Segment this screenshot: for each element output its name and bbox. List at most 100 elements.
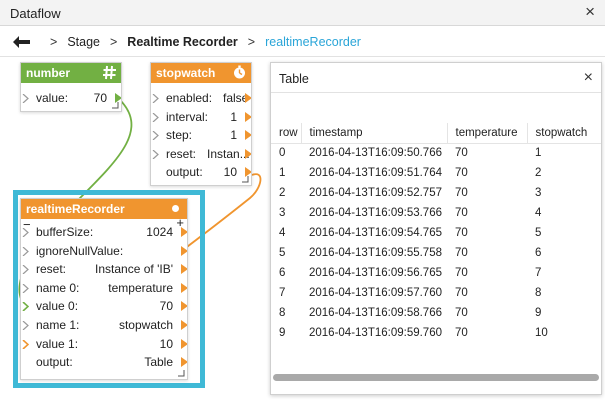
- realtime-recorder-node[interactable]: realtimeRecorder − + bufferSize: 1024 ig…: [20, 198, 188, 380]
- output-port-icon[interactable]: [181, 319, 187, 330]
- resize-grip-icon[interactable]: [111, 101, 119, 109]
- node-row: value 0: 70: [21, 297, 187, 316]
- number-node-header[interactable]: number: [21, 63, 121, 83]
- resize-grip-icon[interactable]: [177, 369, 185, 377]
- table-cell: 9: [535, 307, 542, 319]
- expand-icon[interactable]: +: [176, 215, 184, 230]
- close-icon[interactable]: ×: [583, 69, 593, 86]
- window-titlebar: Dataflow ×: [0, 0, 605, 26]
- row-label: output:: [36, 355, 73, 370]
- row-value[interactable]: false: [223, 91, 249, 105]
- window-close-icon[interactable]: ×: [585, 2, 595, 21]
- output-port-icon[interactable]: [181, 227, 187, 237]
- row-value[interactable]: 1: [230, 109, 237, 124]
- row-value[interactable]: Instance of 'IB': [95, 262, 173, 277]
- table-cell: 4: [535, 207, 542, 219]
- stopwatch-node[interactable]: stopwatch enabled: false interval: 1 ste…: [150, 62, 252, 186]
- row-value[interactable]: temperature: [108, 280, 173, 295]
- input-port-icon[interactable]: [22, 283, 29, 293]
- node-row: value 1: 10: [21, 335, 187, 354]
- node-row: value: 70: [21, 89, 121, 108]
- table-panel-header[interactable]: Table ×: [271, 63, 601, 93]
- output-port-icon[interactable]: [245, 148, 251, 159]
- row-value[interactable]: 10: [223, 165, 237, 180]
- table-cell: 2: [535, 167, 542, 179]
- input-port-icon[interactable]: [22, 265, 29, 275]
- row-value[interactable]: 1024: [146, 225, 173, 239]
- output-port-icon[interactable]: [245, 93, 251, 103]
- breadcrumb-item-current[interactable]: realtimeRecorder: [265, 34, 361, 49]
- input-port-icon[interactable]: [152, 94, 159, 103]
- table-cell: 70: [455, 187, 468, 199]
- row-label: name 0:: [36, 280, 80, 295]
- breadcrumb-item-realtime-recorder[interactable]: Realtime Recorder: [127, 34, 238, 49]
- table-cell: 8: [535, 287, 542, 299]
- column-header-temperature[interactable]: temperature: [446, 123, 527, 144]
- output-port-icon[interactable]: [181, 301, 187, 312]
- dataflow-canvas[interactable]: number value: 70 stopwatch enabled:: [0, 58, 605, 403]
- table-cell: 70: [455, 227, 468, 239]
- node-row: enabled: false: [151, 89, 251, 108]
- output-port-icon[interactable]: [115, 93, 121, 103]
- column-header-stopwatch[interactable]: stopwatch: [526, 123, 601, 144]
- node-title: stopwatch: [156, 66, 216, 80]
- row-value[interactable]: 70: [93, 91, 107, 105]
- input-port-icon[interactable]: [152, 131, 159, 141]
- table-panel[interactable]: Table × row timestamp temperature stopwa…: [270, 62, 602, 395]
- row-value[interactable]: 10: [159, 336, 173, 351]
- table-header-row: row timestamp temperature stopwatch: [271, 123, 601, 144]
- node-row: output: Table: [21, 353, 187, 372]
- output-port-icon[interactable]: [181, 338, 187, 349]
- row-label: bufferSize:: [36, 225, 94, 239]
- resize-grip-icon[interactable]: [241, 175, 249, 183]
- input-port-icon[interactable]: [22, 339, 29, 349]
- table-cell: 3: [279, 207, 286, 219]
- output-port-icon[interactable]: [181, 357, 187, 368]
- input-port-icon[interactable]: [22, 228, 29, 237]
- breadcrumb-separator: >: [109, 34, 118, 49]
- back-arrow-icon[interactable]: [12, 34, 38, 50]
- column-header-timestamp[interactable]: timestamp: [300, 123, 447, 144]
- table-panel-title: Table: [279, 72, 309, 86]
- input-port-icon[interactable]: [22, 320, 29, 330]
- breadcrumb-separator: >: [50, 34, 58, 49]
- row-value[interactable]: stopwatch: [118, 317, 173, 332]
- horizontal-scrollbar[interactable]: [273, 374, 599, 381]
- output-port-icon[interactable]: [245, 111, 251, 122]
- table-cell: 2016-04-13T16:09:51.764: [309, 167, 442, 179]
- collapse-icon[interactable]: −: [23, 217, 31, 232]
- output-port-icon[interactable]: [245, 167, 251, 178]
- number-node[interactable]: number value: 70: [20, 62, 122, 112]
- node-row: bufferSize: 1024: [21, 223, 187, 242]
- row-value[interactable]: Instan...: [207, 146, 250, 161]
- breadcrumb-item-stage[interactable]: Stage: [67, 34, 100, 49]
- column-header-row[interactable]: row: [271, 123, 301, 144]
- input-port-icon[interactable]: [22, 94, 29, 103]
- output-port-icon[interactable]: [181, 282, 187, 293]
- table-cell: 10: [535, 327, 548, 339]
- input-port-icon[interactable]: [22, 302, 29, 312]
- row-label: enabled:: [166, 91, 213, 105]
- input-port-icon[interactable]: [152, 112, 159, 122]
- input-port-icon[interactable]: [22, 246, 29, 256]
- table-cell: 70: [455, 207, 468, 219]
- table-cell: 1: [279, 167, 286, 179]
- output-port-icon[interactable]: [181, 264, 187, 275]
- row-value[interactable]: 1: [230, 128, 237, 143]
- table-cell: 70: [455, 287, 468, 299]
- recorder-node-header[interactable]: realtimeRecorder: [21, 199, 187, 219]
- row-value[interactable]: Table: [144, 355, 173, 370]
- row-value[interactable]: 70: [159, 299, 173, 314]
- stopwatch-node-header[interactable]: stopwatch: [151, 63, 251, 83]
- input-port-icon[interactable]: [152, 149, 159, 159]
- output-port-icon[interactable]: [245, 130, 251, 141]
- row-label: reset:: [36, 262, 67, 277]
- output-port-icon[interactable]: [181, 245, 187, 256]
- table-cell: 2: [279, 187, 286, 199]
- table-cell: 1: [535, 147, 542, 160]
